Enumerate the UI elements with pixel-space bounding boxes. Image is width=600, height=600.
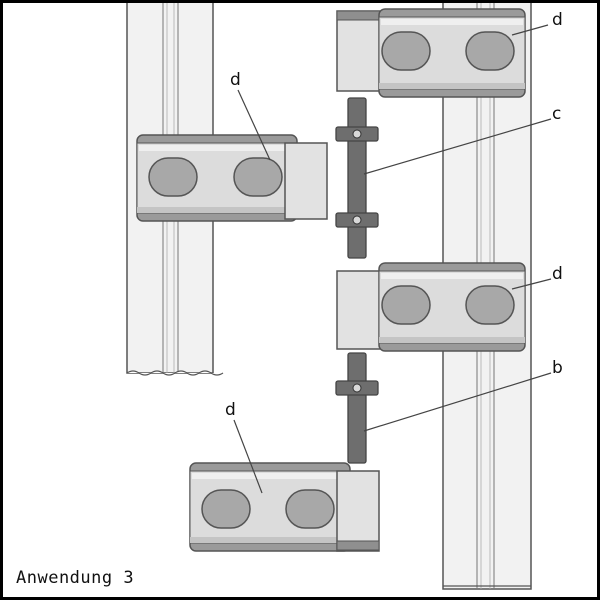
leader-lines (233, 24, 552, 494)
connector-upper (335, 97, 379, 259)
clamp-left (136, 134, 328, 222)
label-connector-c: c (552, 104, 561, 124)
label-clamp-mid-right: d (552, 264, 563, 284)
clamp-top-right (336, 8, 526, 98)
clamp-bottom (189, 462, 380, 552)
label-clamp-top-right: d (552, 10, 563, 30)
connector-lower (335, 352, 379, 464)
caption: Anwendung 3 (16, 568, 135, 588)
label-clamp-bottom: d (225, 400, 236, 420)
label-connector-b: b (552, 358, 563, 378)
assembly-diagram: d d c d b d (126, 3, 563, 590)
clamp-mid-right (336, 262, 526, 352)
label-clamp-left: d (230, 70, 241, 90)
